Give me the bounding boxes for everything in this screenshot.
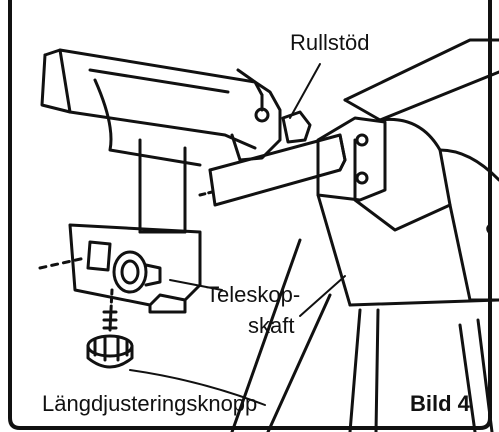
length-adjust-knob-drawing xyxy=(86,288,134,369)
label-roller-support: Rullstöd xyxy=(290,30,370,55)
label-length-adjust-knob: Längdjusteringsknopp xyxy=(42,391,258,416)
label-telescopic-shaft-line2: skaft xyxy=(248,313,295,338)
roller-support xyxy=(38,48,347,314)
label-telescopic-shaft-line1: Teleskop- xyxy=(206,282,301,307)
figure-number: Bild 4 xyxy=(410,391,470,416)
leader-lines xyxy=(129,63,346,406)
stand-body xyxy=(230,38,499,432)
